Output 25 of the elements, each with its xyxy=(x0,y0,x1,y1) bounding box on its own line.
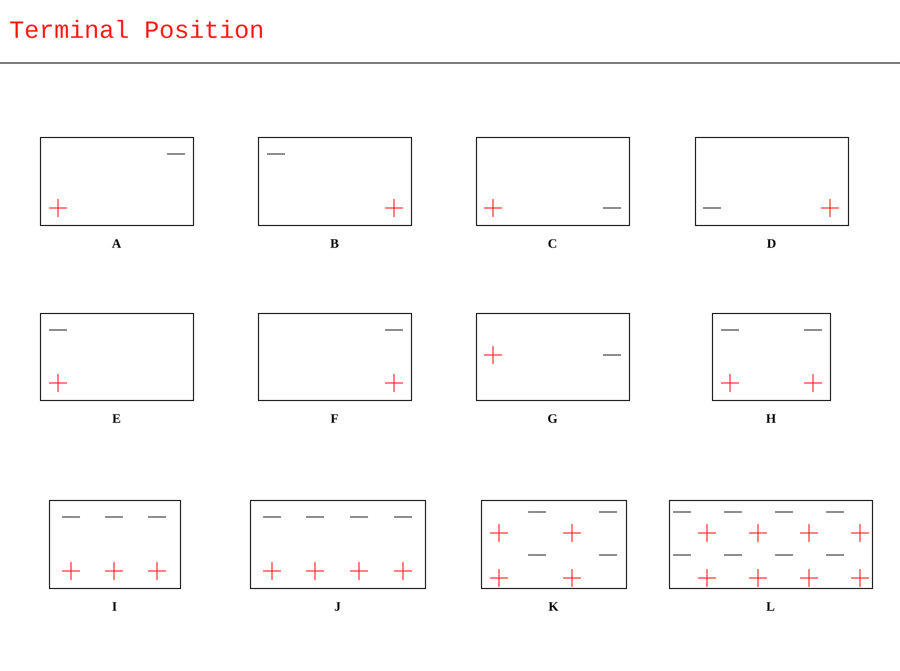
title: Terminal Position xyxy=(10,20,262,38)
battery-box xyxy=(258,313,412,401)
battery-box xyxy=(476,313,630,401)
box-label: G xyxy=(548,414,558,423)
battery-box xyxy=(695,137,849,226)
box-label: L xyxy=(766,602,774,611)
box-label: H xyxy=(766,414,776,423)
box-label: F xyxy=(330,414,338,423)
battery-box xyxy=(481,500,627,589)
box-label: A xyxy=(112,239,122,248)
box-label: C xyxy=(548,239,556,248)
box-label: D xyxy=(767,239,776,248)
battery-box xyxy=(258,137,412,226)
battery-box xyxy=(669,500,873,589)
battery-box xyxy=(40,137,194,226)
battery-box xyxy=(49,500,181,589)
box-label: J xyxy=(334,602,340,611)
box-label: E xyxy=(112,414,120,423)
box-label: B xyxy=(330,239,338,248)
battery-box xyxy=(250,500,426,589)
battery-box xyxy=(476,137,630,226)
box-label: I xyxy=(112,602,117,611)
box-label: K xyxy=(548,602,558,611)
battery-box xyxy=(712,313,831,401)
battery-box xyxy=(40,313,194,401)
